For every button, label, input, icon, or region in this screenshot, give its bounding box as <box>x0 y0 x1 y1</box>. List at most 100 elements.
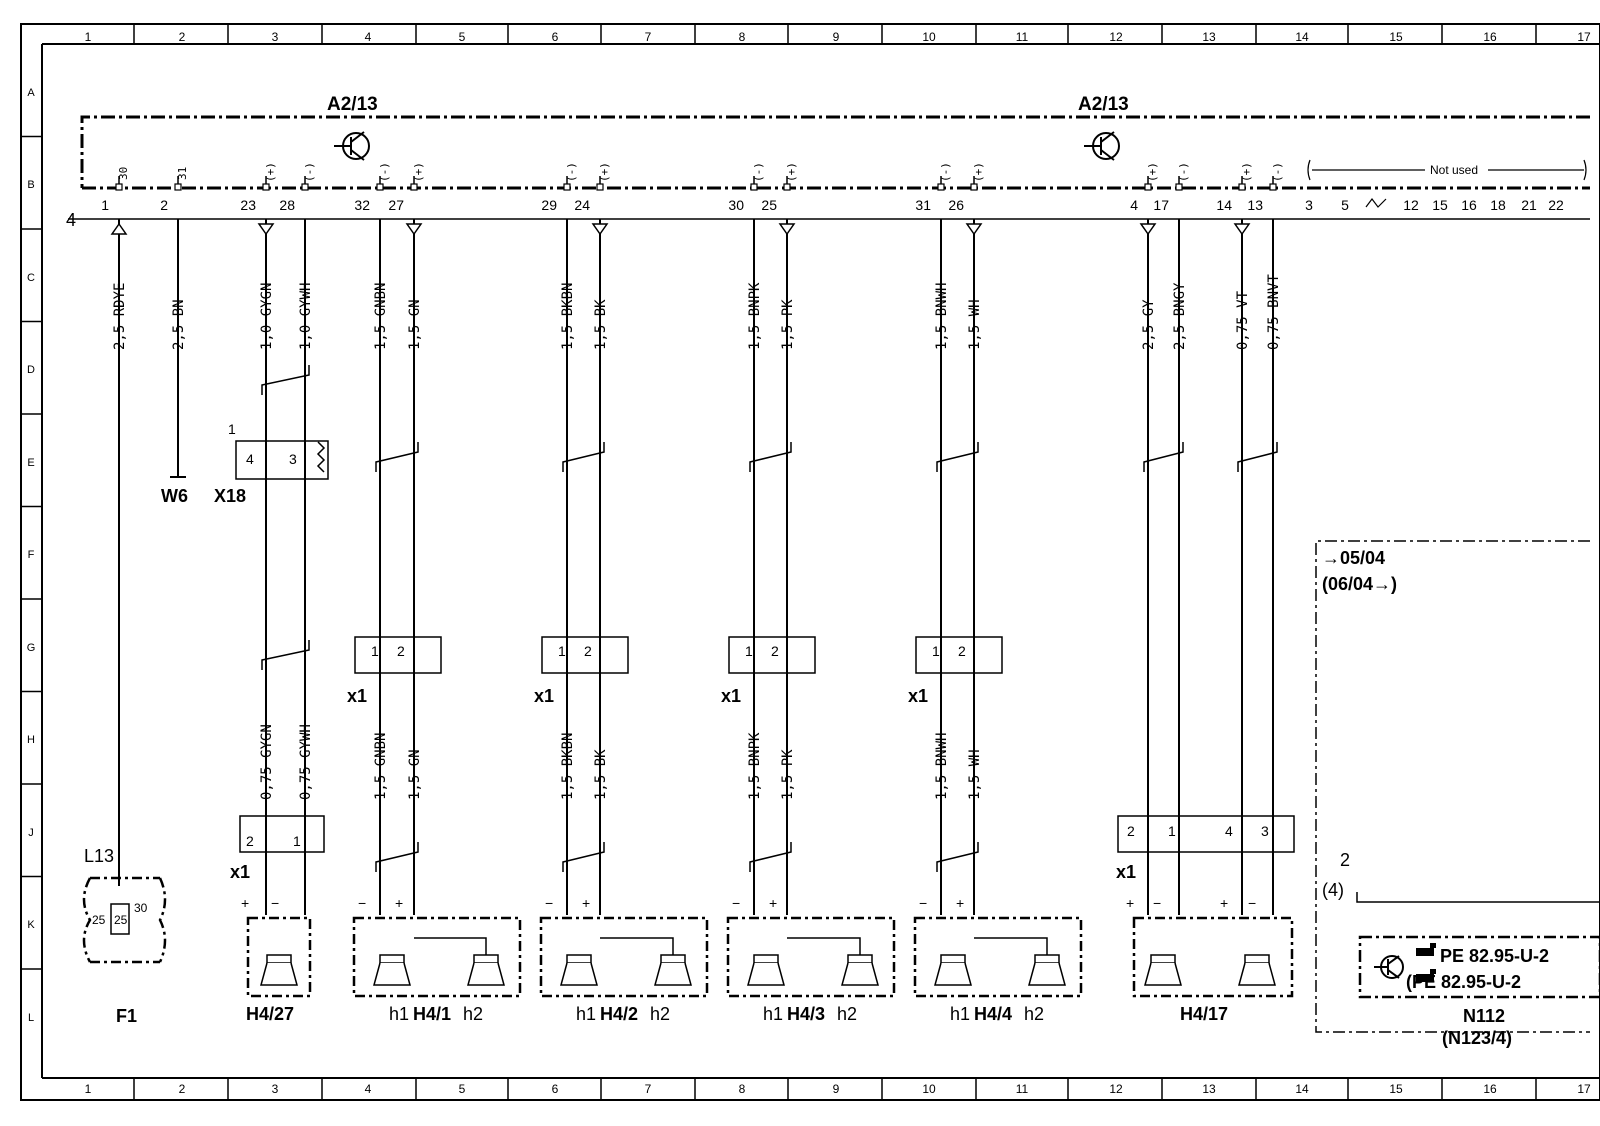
col-label: 14 <box>1295 30 1309 44</box>
transistor-icon <box>334 131 370 161</box>
col-label: 6 <box>552 1082 559 1096</box>
col-label: 16 <box>1483 1082 1497 1096</box>
pin-number: 30 <box>728 197 744 213</box>
arrow-icon <box>591 223 609 236</box>
conn-pin: 1 <box>558 643 566 659</box>
wire-label: 1,5 GNBN <box>373 733 389 800</box>
speakers <box>246 916 1294 998</box>
x1-label: x1 <box>908 686 928 706</box>
row-label: J <box>28 827 34 839</box>
minus-mark: − <box>1153 895 1161 911</box>
minus-mark: − <box>732 895 740 911</box>
arrow-icon <box>257 223 275 236</box>
l13-label: L13 <box>84 846 114 866</box>
pin-range-icon <box>1365 198 1387 208</box>
pin-number: 14 <box>1216 197 1232 213</box>
row-label: L <box>28 1012 34 1024</box>
wire-label: 1,5 BK <box>593 749 609 800</box>
shield-break <box>261 365 310 395</box>
pin-polarity: (+) <box>1240 162 1253 182</box>
col-label: 16 <box>1483 30 1497 44</box>
fuse-pin: 25 <box>114 913 128 927</box>
row-label: A <box>27 87 35 99</box>
wire-label: 1,5 BKBN <box>560 733 576 800</box>
h4-4-label: H4/4 <box>974 1004 1012 1024</box>
date-range-2: (06/04→) <box>1322 574 1397 594</box>
pin-number: 2 <box>160 197 168 213</box>
h1-label: h1 <box>576 1004 596 1024</box>
polarity-marks: + − − + − + − + − + + − + − <box>241 895 1256 911</box>
speaker-icon <box>753 954 779 964</box>
row-label: H <box>27 734 35 746</box>
plus-mark: + <box>1126 895 1134 911</box>
minus-mark: − <box>271 895 279 911</box>
fuse-f1-l13: L13 25 25 30 <box>82 846 167 964</box>
col-label: 4 <box>365 30 372 44</box>
speaker-icon <box>473 954 499 964</box>
col-label: 10 <box>922 30 936 44</box>
pin-polarity: (+) <box>972 162 985 182</box>
transistor-icon <box>1374 955 1404 979</box>
pin-terminal <box>1269 183 1277 191</box>
col-label: 12 <box>1109 1082 1123 1096</box>
h2-label: h2 <box>650 1004 670 1024</box>
speaker-housing <box>913 916 1083 998</box>
x1-label: x1 <box>347 686 367 706</box>
wire-label: 1,5 PK <box>780 299 796 350</box>
wire-label: 1,0 GYGN <box>259 283 275 350</box>
pin-terminal <box>174 183 182 191</box>
pin-terminal <box>262 183 270 191</box>
col-label: 17 <box>1577 30 1591 44</box>
speaker-icon <box>847 954 873 964</box>
wire-label: 1,5 WH <box>967 299 983 350</box>
h1-label: h1 <box>389 1004 409 1024</box>
row-label: G <box>27 642 36 654</box>
x1-label: x1 <box>721 686 741 706</box>
plus-mark: + <box>956 895 964 911</box>
col-label: 14 <box>1295 1082 1309 1096</box>
x18-pin: 3 <box>289 451 297 467</box>
not-used-label: Not used <box>1430 163 1478 177</box>
f1-label: F1 <box>116 1006 137 1026</box>
row-label: K <box>27 919 35 931</box>
pin-polarity: (+) <box>264 162 277 182</box>
plus-mark: + <box>582 895 590 911</box>
unused-pin: 21 <box>1521 197 1537 213</box>
arrow-icon <box>1233 223 1251 236</box>
h4-3-label: H4/3 <box>787 1004 825 1024</box>
not-used-bracket <box>1307 159 1587 181</box>
conn-pin: 4 <box>1225 823 1233 839</box>
pin-polarity: (-) <box>939 162 952 182</box>
speaker-cone <box>747 962 785 986</box>
x18-label: X18 <box>214 486 246 506</box>
arrow-icon <box>778 223 796 236</box>
wire-label: 1,5 PK <box>780 749 796 800</box>
speaker-cone <box>1144 962 1182 986</box>
pin-polarity: (-) <box>1177 162 1190 182</box>
x1-label: x1 <box>1116 862 1136 882</box>
pin-polarity: (+) <box>1146 162 1159 182</box>
pin-terminal <box>563 183 571 191</box>
col-label: 8 <box>739 30 746 44</box>
shield-break <box>562 442 605 472</box>
resistor-icon <box>316 441 326 473</box>
h2-label: h2 <box>1024 1004 1044 1024</box>
wire-label: 1,5 GNBN <box>373 283 389 350</box>
pin-number: 27 <box>388 197 404 213</box>
speaker-housing <box>726 916 896 998</box>
h4-1-label: H4/1 <box>413 1004 451 1024</box>
pin-terminal <box>1144 183 1152 191</box>
pin-number: 23 <box>240 197 256 213</box>
speaker-cone <box>841 962 879 986</box>
row-label: E <box>27 457 34 469</box>
speaker-cone <box>467 962 505 986</box>
col-label: 3 <box>272 1082 279 1096</box>
col-label: 1 <box>85 30 92 44</box>
pe-reference: PE 82.95-U-2 <box>1440 946 1549 966</box>
speaker-link <box>600 937 674 955</box>
col-label: 3 <box>272 30 279 44</box>
col-label: 8 <box>739 1082 746 1096</box>
unused-pin: 22 <box>1548 197 1564 213</box>
connectors-x1-row-j: 2 1 x1 2 1 4 3 x1 <box>230 815 1295 882</box>
